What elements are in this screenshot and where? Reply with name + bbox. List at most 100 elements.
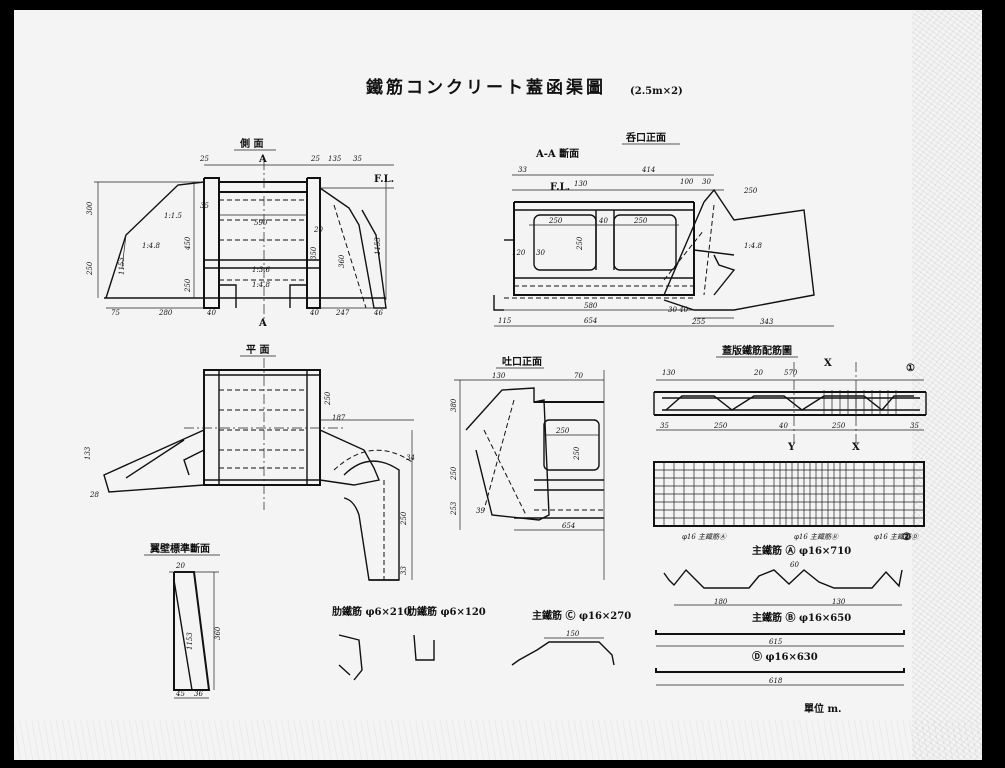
dim-plan-250: 250 [400, 511, 408, 526]
dim-outlet-250g: 250 [450, 466, 458, 481]
plan-view: 平 面 [84, 344, 415, 581]
dim-aa-255: 255 [691, 318, 706, 326]
dim-side-590: 590 [254, 219, 268, 227]
caption-wing-section: 翼壁標準斷面 [149, 542, 210, 555]
label-rebar-d: Ⓓ φ16×630 [752, 650, 818, 663]
dim-side-1153a: 1153 [374, 237, 382, 255]
dim-rebar-a-130: 130 [832, 598, 846, 606]
sheet-title-size: (2.5m×2) [630, 86, 683, 97]
dim-aa-33: 33 [518, 166, 527, 174]
dim-outlet-130b: 130 [492, 372, 506, 380]
dim-side-250b: 250 [184, 278, 192, 293]
dim-side-135: 135 [328, 155, 342, 163]
drawing-canvas: 鐵筋コンクリート蓋函渠圖 (2.5m×2) 側 面 [84, 77, 927, 715]
dim-lid-35d: 35 [910, 422, 919, 430]
mark-y-bottom: Y [787, 442, 796, 453]
label-stirrup-2: 肋鐵筋 φ6×120 [407, 605, 486, 618]
dim-plan-28: 28 [89, 491, 99, 499]
dim-plan-187: 187 [332, 414, 346, 422]
slope-side-1-1.5: 1:1.5 [164, 212, 182, 220]
dim-rebar-b-615: 615 [769, 638, 783, 646]
dim-plan-133: 133 [84, 446, 92, 460]
dim-side-25b: 25 [310, 155, 320, 163]
sheet-title: 鐵筋コンクリート蓋函渠圖 [366, 77, 606, 98]
dim-aa-30b: 30 [536, 249, 545, 257]
tag-rebar-a: φ16 主鐵筋Ⓐ [682, 533, 727, 541]
dim-outlet-380: 380 [450, 398, 458, 412]
dim-side-25a: 25 [199, 155, 209, 163]
slope-side-1-4.8b: 1:4.8 [252, 281, 270, 289]
lid-rebar-grid-horizontal [654, 469, 924, 519]
dim-wing-20: 20 [175, 562, 185, 570]
dim-plan-33: 33 [400, 566, 408, 575]
dim-side-450: 450 [184, 236, 192, 251]
dim-side-250a: 250 [86, 261, 94, 276]
dim-outlet-39: 39 [476, 507, 485, 515]
dim-entrance-250c: 250 [743, 187, 758, 195]
section-mark-a-top: A [258, 154, 267, 165]
dim-side-350: 350 [310, 246, 318, 260]
dim-side-75: 75 [111, 309, 120, 317]
dim-rebar-a-60: 60 [790, 561, 799, 569]
label-stirrup-1: 肋鐵筋 φ6×210 [332, 605, 411, 618]
dim-side-40b: 40 [309, 309, 319, 317]
label-rebar-b: 主鐵筋 Ⓑ φ16×650 [752, 611, 851, 624]
dim-aa-343: 343 [760, 318, 774, 326]
tag-rebar-b: φ16 主鐵筋Ⓑ [794, 533, 839, 541]
dim-side-35b: 35 [200, 202, 209, 210]
circle-mark-2: ② [902, 532, 911, 543]
dim-side-1153b: 1153 [118, 257, 126, 275]
dim-side-35: 35 [353, 155, 362, 163]
circle-mark-1: ① [906, 363, 915, 374]
dim-side-300: 300 [86, 201, 94, 215]
dim-aa-115: 115 [498, 317, 512, 325]
dim-aa-130a: 130 [574, 180, 588, 188]
dim-outlet-250i: 250 [573, 446, 581, 461]
dim-aa-414: 414 [641, 166, 655, 174]
dim-plan-34: 34 [406, 454, 415, 462]
lid-rebar-view: 蓋版鐵筋配筋圖 ① X Y X 130 [653, 344, 927, 543]
dim-aa-40c: 40 [598, 217, 608, 225]
mark-x-bottom: X [852, 442, 860, 453]
dim-aa-30a: 30 [702, 178, 711, 186]
label-aa-fl: F.L. [550, 182, 570, 193]
dim-aa-250e: 250 [633, 217, 648, 225]
slope-side-1-3.6: 1:3.6 [252, 266, 270, 274]
lid-rebar-ticks [823, 390, 897, 416]
dim-side-46: 46 [373, 309, 383, 317]
dim-side-360: 360 [338, 254, 346, 268]
slope-entrance-1-4.8: 1:4.8 [744, 242, 762, 250]
lid-rebar-grid-vertical [663, 462, 915, 526]
outlet-view: 吐口正面 130 70 380 250 253 250 250 6 [450, 355, 605, 580]
dim-wing-36: 36 [194, 690, 203, 698]
dim-outlet-70: 70 [574, 372, 583, 380]
mark-x-top: X [824, 358, 832, 369]
dim-outlet-250h: 250 [555, 427, 570, 435]
section-aa-view: A-A 斷面 呑口正面 [493, 131, 834, 327]
caption-outlet-view: 吐口正面 [502, 355, 542, 368]
drawing-sheet: 鐵筋コンクリート蓋函渠圖 (2.5m×2) 側 面 [14, 10, 982, 760]
dim-rebar-d-618: 618 [769, 677, 783, 685]
section-mark-a-bottom: A [258, 318, 267, 329]
caption-lid-rebar: 蓋版鐵筋配筋圖 [722, 344, 792, 357]
caption-section-aa: A-A 斷面 [535, 147, 579, 160]
wing-section-view: 翼壁標準斷面 20 1153 360 45 36 [144, 542, 222, 699]
caption-entrance-front: 呑口正面 [625, 131, 666, 144]
dim-aa-120: 120 [512, 249, 526, 257]
dim-wing-1153: 1153 [186, 632, 194, 650]
dim-lid-40: 40 [778, 422, 788, 430]
dim-side-247: 247 [335, 309, 350, 317]
label-rebar-c: 主鐵筋 Ⓒ φ16×270 [532, 609, 631, 622]
dim-lid-20: 20 [753, 369, 763, 377]
caption-plan-view: 平 面 [246, 344, 269, 356]
dim-outlet-253: 253 [450, 501, 458, 516]
side-view: 側 面 [86, 137, 394, 329]
dim-wing-45: 45 [175, 690, 185, 698]
dim-aa-250f: 250 [576, 236, 584, 251]
dim-aa-654a: 654 [584, 317, 597, 325]
dim-lid-35c: 35 [660, 422, 669, 430]
dim-rebar-a-180: 180 [714, 598, 728, 606]
paper-grain-bottom [14, 720, 982, 760]
dim-side-20: 20 [313, 226, 323, 234]
dim-side-280: 280 [158, 309, 173, 317]
